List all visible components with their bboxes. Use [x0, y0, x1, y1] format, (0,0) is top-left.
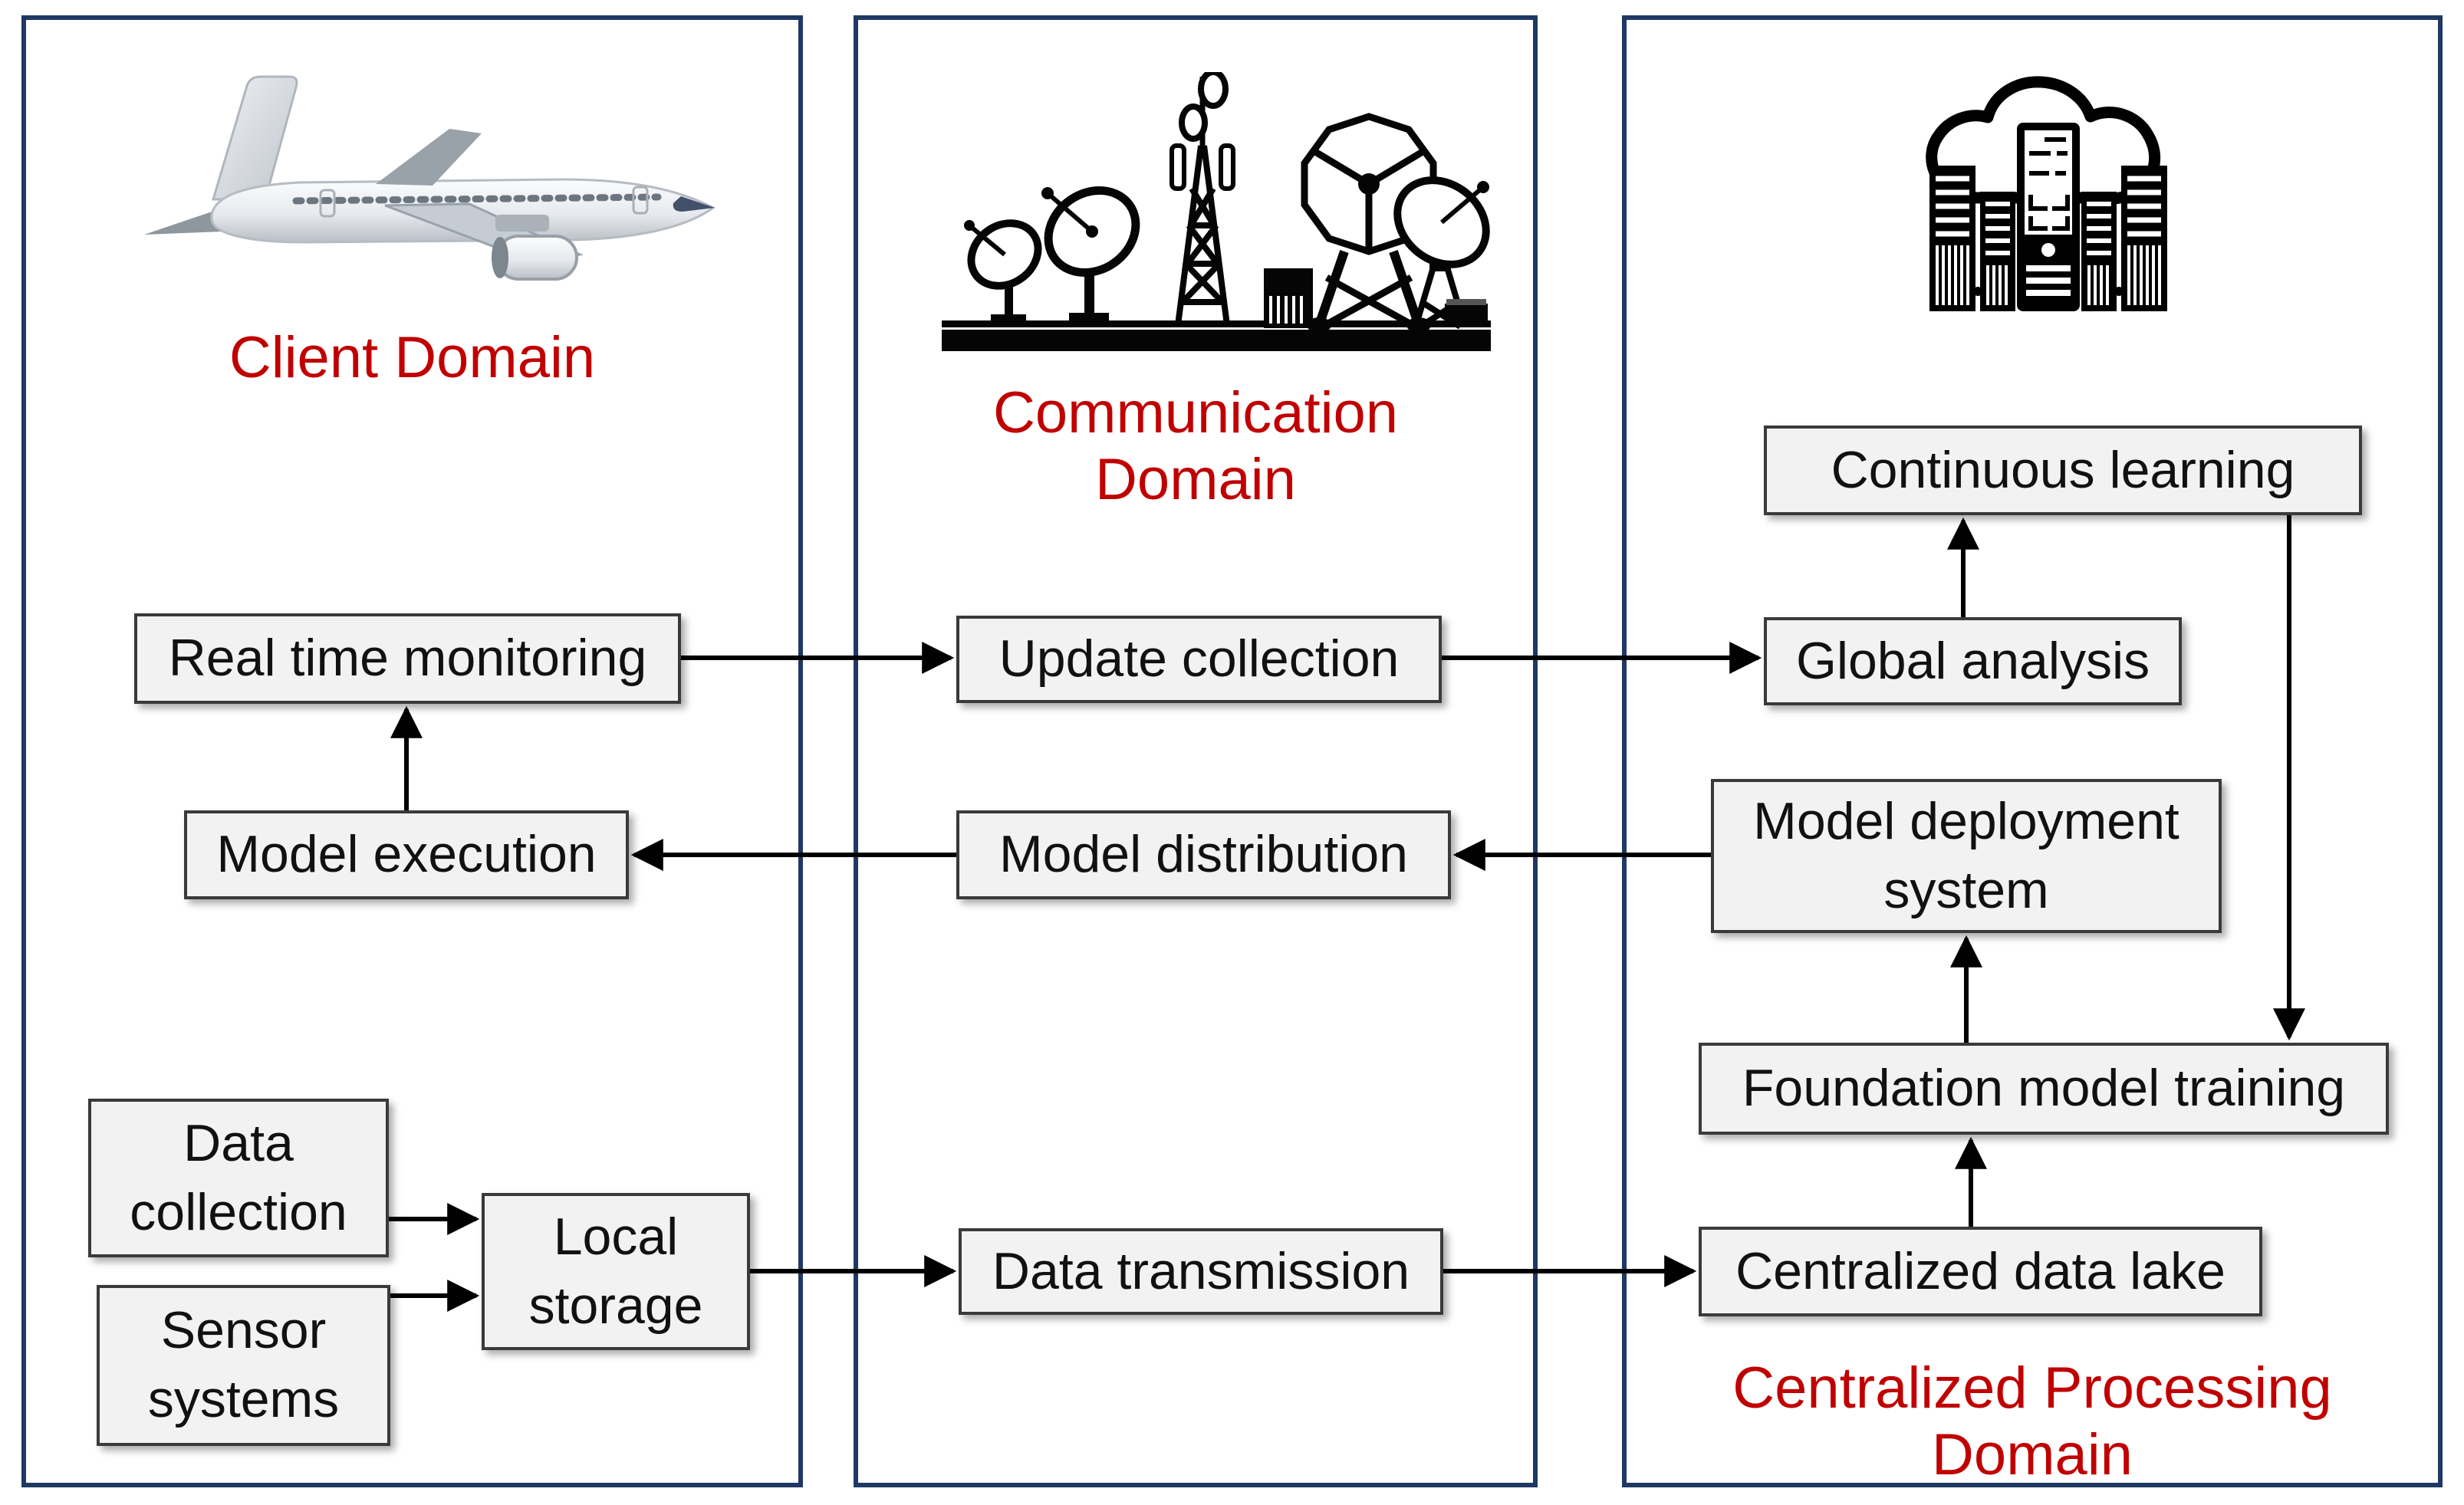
- node-centralized-data-lake: Centralized data lake: [1699, 1227, 2262, 1316]
- client-domain-title: Client Domain: [229, 325, 596, 390]
- communication-towers-icon: [942, 72, 1491, 351]
- node-global-analysis: Global analysis: [1764, 617, 2182, 705]
- node-sensor-systems: Sensor systems: [97, 1285, 390, 1446]
- node-continuous-learning: Continuous learning: [1764, 426, 2362, 515]
- node-model-distribution: Model distribution: [956, 810, 1451, 899]
- node-model-deployment-system: Model deployment system: [1711, 779, 2222, 933]
- airplane-icon: [144, 75, 716, 281]
- communication-domain-title: Communication Domain: [993, 380, 1398, 512]
- cloud-servers-icon: [1926, 76, 2167, 311]
- centralized-processing-domain-title: Centralized Processing Domain: [1732, 1355, 2332, 1487]
- node-model-execution: Model execution: [184, 810, 629, 899]
- node-data-collection: Data collection: [88, 1099, 389, 1257]
- node-data-transmission: Data transmission: [959, 1228, 1443, 1315]
- node-update-collection: Update collection: [956, 616, 1442, 703]
- node-real-time-monitoring: Real time monitoring: [134, 613, 681, 704]
- node-local-storage: Local storage: [482, 1193, 750, 1350]
- node-foundation-model-training: Foundation model training: [1699, 1043, 2389, 1135]
